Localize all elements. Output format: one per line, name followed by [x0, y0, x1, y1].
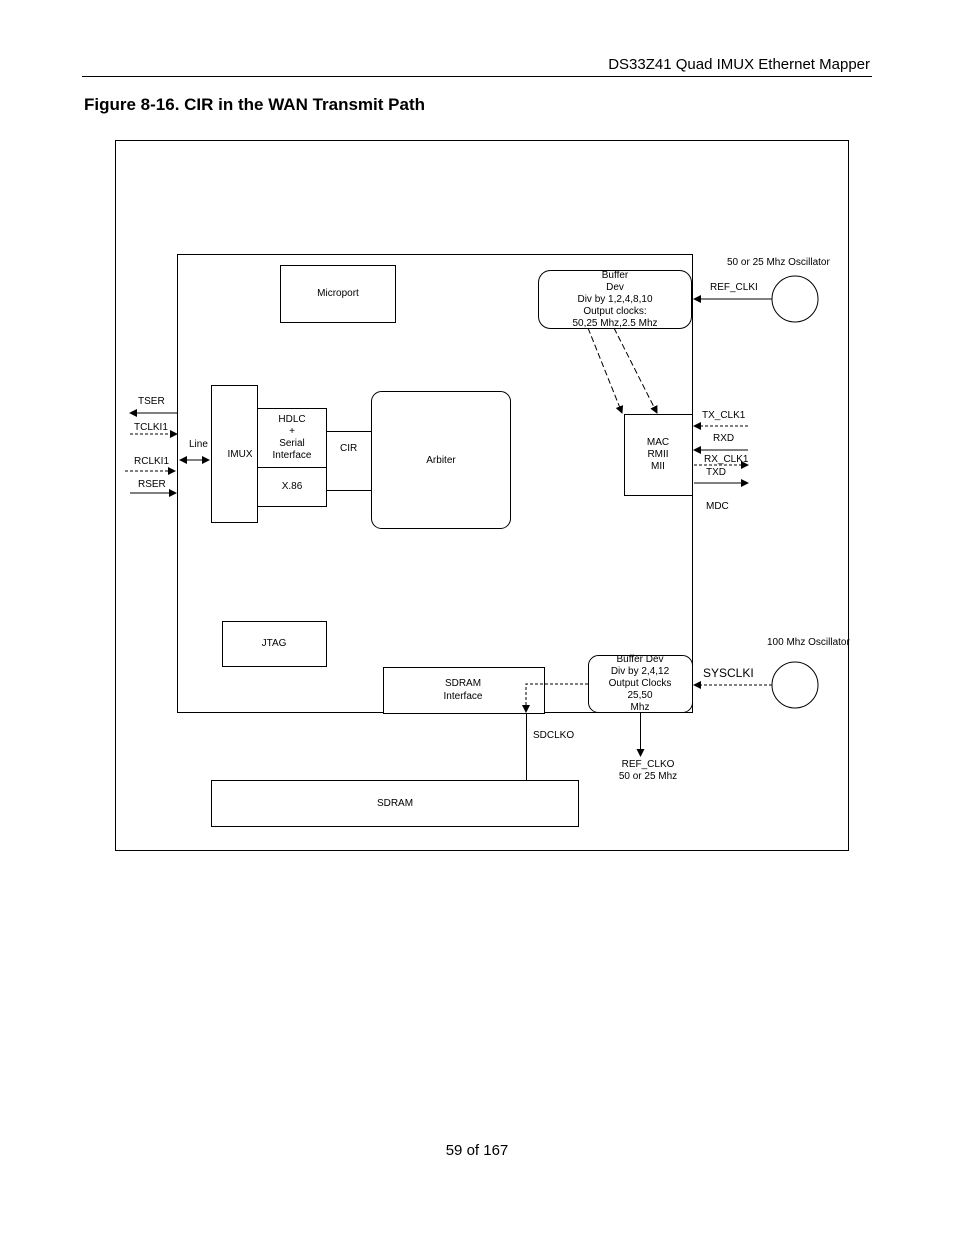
header-title: DS33Z41 Quad IMUX Ethernet Mapper	[608, 56, 870, 73]
txd-label: TXD	[706, 467, 726, 478]
line-label: Line	[189, 439, 208, 450]
dashed-buffer-mac-1	[587, 327, 624, 414]
page-number: 59 of 167	[445, 1142, 509, 1159]
imux-label: IMUX	[228, 449, 253, 460]
sdclko-label: SDCLKO	[533, 730, 574, 741]
rxd-label: RXD	[713, 433, 734, 444]
hdlc-line3: Serial	[279, 438, 305, 449]
tclki1-label: TCLKI1	[134, 422, 168, 433]
dashed-buffer-mac-2	[613, 327, 658, 414]
mac-line1: MAC	[647, 437, 669, 448]
buffer-top-block: Buffer Dev Div by 1,2,4,8,10 Output cloc…	[538, 270, 692, 329]
outer-frame	[115, 140, 849, 851]
header-rule	[82, 76, 872, 77]
x86-label: X.86	[282, 481, 303, 492]
buffer-top-line3: Div by 1,2,4,8,10	[577, 294, 652, 305]
mac-line2: RMII	[647, 449, 668, 460]
hdlc-line1: HDLC	[278, 414, 305, 425]
sdram-label: SDRAM	[377, 798, 413, 809]
sysclki-label: SYSCLKI	[703, 666, 754, 680]
mac-block: MAC RMII MII	[624, 414, 693, 496]
cir-block: CIR	[326, 431, 372, 491]
imux-block: IMUX	[211, 385, 258, 523]
microport-label: Microport	[317, 288, 359, 299]
buffer-bottom-line5: Mhz	[631, 702, 650, 713]
osc-top-label: 50 or 25 Mhz Oscillator	[727, 257, 830, 268]
buffer-top-line1: Buffer	[602, 270, 629, 281]
hdlc-block: HDLC + Serial Interface X.86	[257, 408, 327, 507]
rx-clk1-label: RX_CLK1	[704, 454, 749, 465]
figure-title: Figure 8-16. CIR in the WAN Transmit Pat…	[84, 95, 425, 114]
tser-label: TSER	[138, 396, 165, 407]
buffer-bottom-line3: Output Clocks	[609, 678, 672, 689]
ref-clko-line2: 50 or 25 Mhz	[619, 771, 677, 782]
jtag-block: JTAG	[222, 621, 327, 667]
buffer-top-line4: Output clocks:	[583, 306, 646, 317]
buffer-bottom-block: Buffer Dev Div by 2,4,12 Output Clocks 2…	[588, 654, 693, 713]
cir-label: CIR	[340, 443, 357, 454]
sdram-interface-block: SDRAM Interface	[383, 667, 545, 714]
osc-top-circle	[771, 275, 819, 323]
buffer-bottom-line1: Buffer Dev	[616, 654, 663, 665]
sdram-block: SDRAM	[211, 780, 579, 827]
buffer-top-line2: Dev	[606, 282, 624, 293]
hdlc-line4: Interface	[273, 450, 312, 461]
hdlc-line2: +	[289, 426, 295, 437]
rser-label: RSER	[138, 479, 166, 490]
dashed-buffer-sdram	[522, 683, 588, 713]
sdram-interface-line1: SDRAM	[445, 678, 481, 689]
sdram-interface-line2: Interface	[444, 691, 483, 702]
arbiter-block: Arbiter	[371, 391, 511, 529]
ref-clko-line1: REF_CLKO	[622, 759, 675, 770]
buffer-bottom-line4: 25,50	[627, 690, 652, 701]
mac-line3: MII	[651, 461, 665, 472]
rclki1-label: RCLKI1	[134, 456, 169, 467]
tx-clk1-label: TX_CLK1	[702, 410, 746, 421]
buffer-top-line5: 50,25 Mhz,2.5 Mhz	[572, 318, 657, 329]
osc-bottom-label: 100 Mhz Oscillator	[767, 637, 850, 648]
buffer-bottom-line2: Div by 2,4,12	[611, 666, 670, 677]
arbiter-label: Arbiter	[426, 455, 456, 466]
microport-block: Microport	[280, 265, 396, 323]
osc-bottom-circle	[771, 661, 819, 709]
ref-clki-label: REF_CLKI	[710, 282, 758, 293]
jtag-label: JTAG	[262, 638, 287, 649]
mdc-label: MDC	[706, 501, 729, 512]
